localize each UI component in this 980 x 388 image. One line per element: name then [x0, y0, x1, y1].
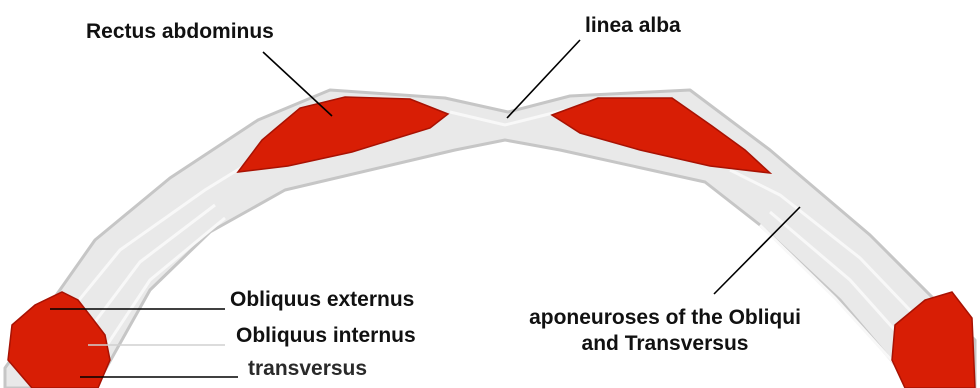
label-obliquus-externus: Obliquus externus: [230, 288, 414, 311]
label-aponeuroses-line2: and Transversus: [582, 332, 749, 355]
label-obliquus-internus: Obliquus internus: [236, 324, 416, 347]
label-transversus: transversus: [248, 357, 367, 380]
label-linea-alba: linea alba: [585, 14, 681, 37]
label-aponeuroses-line1: aponeuroses of the Obliqui: [529, 306, 801, 329]
aponeurosis-band: [5, 90, 975, 388]
label-rectus-abdominus: Rectus abdominus: [86, 20, 274, 43]
